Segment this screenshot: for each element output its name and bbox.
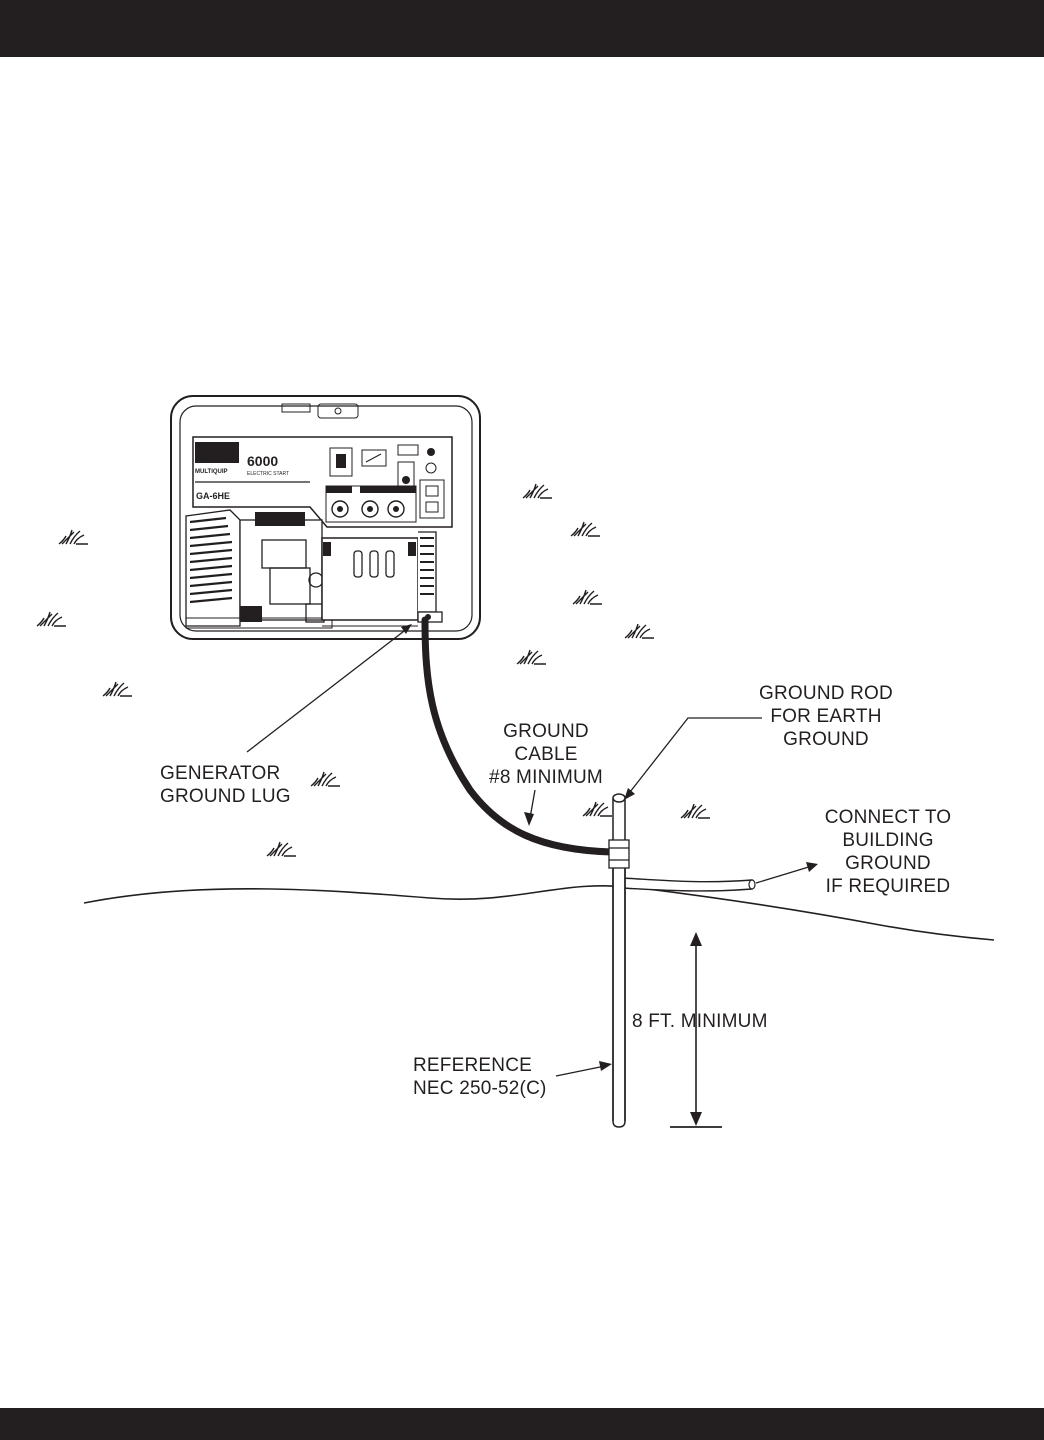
model-number: 6000 bbox=[247, 453, 278, 469]
start-type: ELECTRIC START bbox=[247, 471, 289, 477]
ground-cable bbox=[421, 616, 616, 856]
footer-bar bbox=[0, 1408, 1044, 1440]
reference-label: REFERENCE NEC 250-52(C) bbox=[413, 1055, 547, 1099]
model-code: GA-6HE bbox=[196, 491, 230, 501]
building-ground-cable bbox=[621, 877, 753, 892]
generator: MQ MULTIQUIP 6000 ELECTRIC START GA-6HE bbox=[170, 395, 481, 640]
ground-cable-label: GROUND CABLE #8 MINIMUM bbox=[489, 721, 603, 788]
ground-rod bbox=[608, 793, 630, 1128]
building-ground-label: CONNECT TO BUILDING GROUND IF REQUIRED bbox=[824, 807, 952, 897]
depth-dimension bbox=[670, 932, 722, 1128]
mq-logo-icon: MQ bbox=[195, 442, 239, 463]
ground-rod-label: GROUND ROD FOR EARTH GROUND bbox=[759, 683, 893, 750]
depth-label: 8 FT. MINIMUM bbox=[632, 1011, 768, 1032]
ground-surface-line bbox=[83, 885, 995, 941]
generator-ground-lug-label: GENERATOR GROUND LUG bbox=[160, 763, 291, 807]
svg-text:MULTIQUIP: MULTIQUIP bbox=[195, 469, 228, 475]
header-bar bbox=[0, 0, 1044, 57]
leader-lines bbox=[246, 627, 813, 1077]
svg-text:MQ: MQ bbox=[205, 445, 229, 462]
